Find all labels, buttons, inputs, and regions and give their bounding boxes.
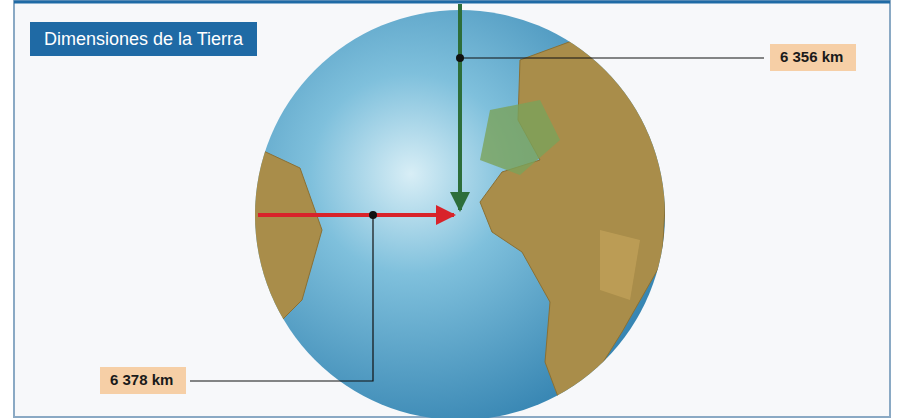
dimension-label: 6 378 km	[100, 367, 186, 394]
dimension-value: 6 356 km	[780, 48, 843, 65]
continents	[240, 38, 668, 402]
polar-radius-arrow	[458, 4, 462, 210]
land-shade	[600, 230, 640, 300]
leader-line	[460, 57, 764, 58]
dimension-value: 6 378 km	[110, 371, 173, 388]
equatorial-radius-arrow	[258, 213, 454, 217]
leader-line	[190, 215, 373, 381]
diagram-title: Dimensiones de la Tierra	[30, 22, 257, 56]
africa-europe	[480, 38, 668, 402]
dimension-label: 6 356 km	[770, 44, 856, 71]
south-america	[240, 140, 322, 332]
land-green	[480, 100, 560, 175]
top-rule	[14, 1, 890, 4]
